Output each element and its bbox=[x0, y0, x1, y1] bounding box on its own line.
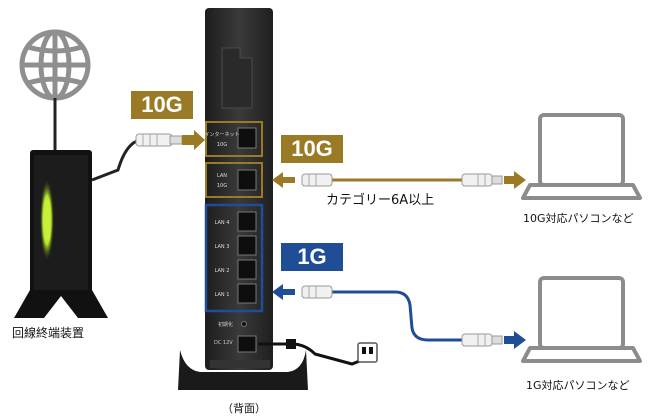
wan-port-sublabel: 10G bbox=[217, 142, 227, 148]
terminal-device bbox=[14, 150, 108, 318]
wan-cable-connector bbox=[135, 133, 183, 147]
lan1g-speed-badge: 1G bbox=[281, 243, 343, 271]
lan10g-port-frame bbox=[205, 162, 263, 198]
rear-view-label: （背面） bbox=[222, 402, 266, 415]
wan-arrow-icon bbox=[182, 130, 205, 150]
wan-port bbox=[237, 127, 257, 149]
lan1g-cable bbox=[330, 290, 465, 342]
wan-port-label: インターネット bbox=[204, 131, 239, 138]
lan3-port-label: LAN 3 bbox=[215, 244, 230, 250]
power-cable bbox=[258, 342, 363, 366]
laptop-icon bbox=[521, 113, 642, 200]
lan1-port-label: LAN 1 bbox=[215, 292, 230, 298]
pc1g-arrow-icon bbox=[504, 331, 526, 349]
lan10g-port-sublabel: 10G bbox=[217, 183, 227, 189]
dc-jack bbox=[237, 335, 257, 353]
lan1g-arrow-icon bbox=[272, 284, 295, 300]
wan-speed-badge: 10G bbox=[131, 91, 193, 119]
globe-icon bbox=[19, 29, 91, 101]
lan10g-connector-right bbox=[461, 173, 503, 187]
lan4-port-label: LAN 4 bbox=[215, 220, 230, 226]
lan1g-ports-frame bbox=[204, 203, 264, 313]
lan2-port-label: LAN 2 bbox=[215, 268, 230, 274]
laptop-icon bbox=[521, 276, 642, 363]
pc-10g-label: 10G対応パソコンなど bbox=[523, 212, 634, 225]
pc-1g-label: 1G対応パソコンなど bbox=[526, 379, 630, 392]
lan1g-connector-left bbox=[301, 285, 333, 299]
terminal-device-label: 回線終端装置 bbox=[12, 326, 85, 340]
lan10g-speed-badge: 10G bbox=[281, 135, 343, 163]
power-outlet-icon bbox=[357, 342, 378, 363]
init-button bbox=[241, 321, 247, 327]
lan1g-connector-right bbox=[461, 333, 503, 347]
lan1-port: LAN 1 bbox=[215, 283, 257, 304]
lan10g-connector-left bbox=[301, 173, 333, 187]
init-label: 初期化 bbox=[218, 321, 233, 328]
wan-port-frame bbox=[205, 121, 263, 157]
lan4-port: LAN 4 bbox=[215, 211, 257, 232]
pc10g-arrow-icon bbox=[504, 171, 526, 189]
lan2-port: LAN 2 bbox=[215, 259, 257, 280]
lan10g-arrow-icon bbox=[272, 172, 295, 188]
cable-category-label: カテゴリー6A以上 bbox=[326, 193, 435, 208]
router-rear bbox=[178, 8, 308, 390]
dc-label: DC 12V bbox=[214, 340, 233, 346]
lan10g-port-label: LAN bbox=[217, 173, 227, 179]
lan10g-port bbox=[237, 169, 257, 191]
lan3-port: LAN 3 bbox=[215, 235, 257, 256]
